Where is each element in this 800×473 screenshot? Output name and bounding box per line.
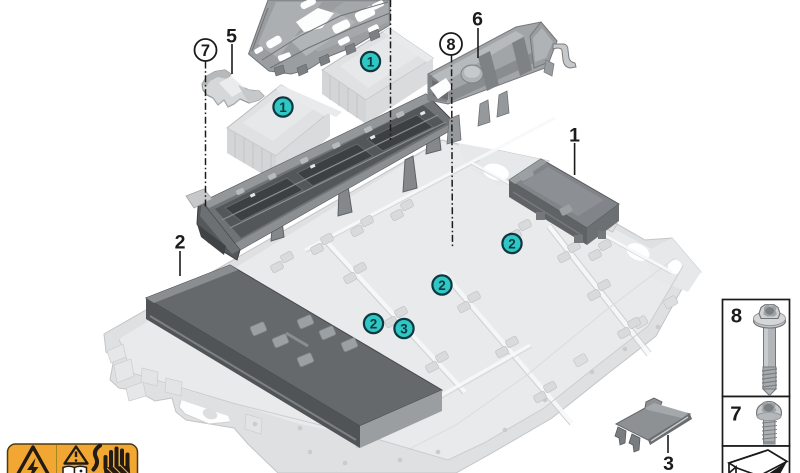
svg-text:1: 1 (569, 125, 580, 147)
svg-text:2: 2 (438, 278, 446, 293)
svg-text:3: 3 (663, 453, 674, 473)
svg-text:5: 5 (226, 26, 237, 48)
svg-text:2: 2 (508, 237, 516, 252)
svg-text:7: 7 (730, 403, 741, 426)
svg-text:3: 3 (400, 322, 408, 337)
svg-text:2: 2 (370, 317, 378, 332)
svg-text:1: 1 (367, 55, 375, 70)
svg-text:2: 2 (175, 232, 186, 254)
svg-text:6: 6 (472, 9, 483, 31)
svg-text:7: 7 (201, 42, 210, 60)
svg-text:1: 1 (279, 100, 287, 115)
svg-text:8: 8 (446, 36, 455, 54)
svg-text:8: 8 (731, 305, 742, 328)
